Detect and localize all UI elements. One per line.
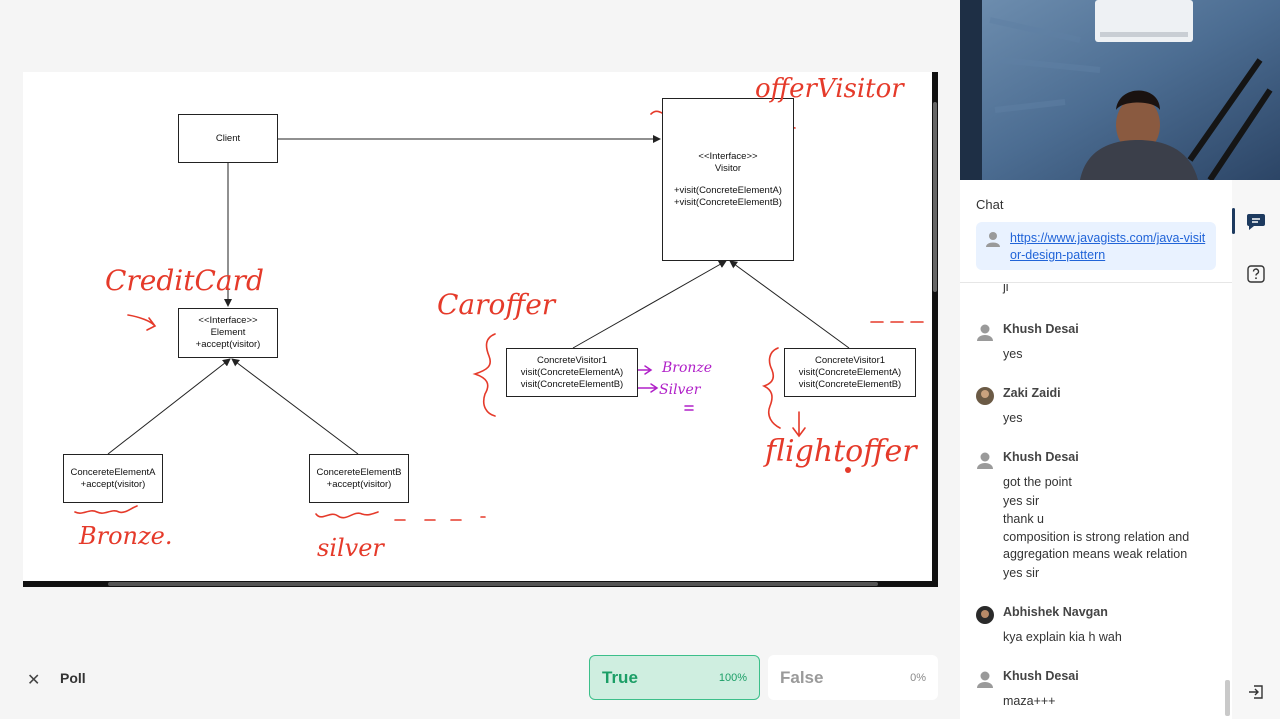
chat-line: yes sir xyxy=(1003,493,1040,508)
exit-icon[interactable] xyxy=(1246,682,1266,702)
chat-line: got the point xyxy=(1003,475,1072,489)
visitor-1a-method-a: visit(ConcreteElementA) xyxy=(520,366,624,378)
chat-scrollbar[interactable] xyxy=(1225,680,1230,716)
concrete-visitor-box-2: ConcreteVisitor1 visit(ConcreteElementA)… xyxy=(784,348,916,397)
poll-option-percent: 100% xyxy=(718,671,747,684)
chat-username: Zaki Zaidi xyxy=(1003,386,1061,400)
element-b-method: +accept(visitor) xyxy=(326,478,392,490)
diagram-connectors xyxy=(74,110,924,521)
rail-active-indicator xyxy=(1232,208,1235,234)
element-a-method: +accept(visitor) xyxy=(80,478,146,490)
presenter-video-frame xyxy=(960,0,1280,180)
poll-option-percent: 0% xyxy=(910,671,926,684)
presenter-video[interactable] xyxy=(960,0,1280,180)
visitor-1a-name: ConcreteVisitor1 xyxy=(536,354,608,366)
visitor-1b-method-b: visit(ConcreteElementB) xyxy=(798,378,902,390)
poll-label: Poll xyxy=(60,670,86,686)
chat-username: Abhishek Navgan xyxy=(1003,605,1108,619)
user-avatar-icon xyxy=(977,671,993,688)
element-b-box: ConcereteElementB +accept(visitor) xyxy=(309,454,409,503)
chat-icon[interactable] xyxy=(1246,211,1266,231)
visitor-spacer xyxy=(663,175,793,185)
chat-message-body: got the point yes sir thank u compositio… xyxy=(1003,473,1218,583)
visitor-1a-method-b: visit(ConcreteElementB) xyxy=(520,378,624,390)
chat-message-body: yes xyxy=(1003,345,1218,364)
visitor-1b-name: ConcreteVisitor1 xyxy=(814,354,886,366)
user-avatar-icon xyxy=(986,232,1000,247)
help-icon[interactable] xyxy=(1246,264,1266,284)
visitor-method-a: +visit(ConcreteElementA) xyxy=(674,185,782,196)
visitor-1b-method-a: visit(ConcreteElementA) xyxy=(798,366,902,378)
element-method: +accept(visitor) xyxy=(195,339,261,350)
chat-message-body: yes xyxy=(1003,409,1218,428)
annotation-credit-card: CreditCard xyxy=(105,264,264,297)
annotation-bronze: Bronze. xyxy=(79,522,173,550)
annotation-offer-visitor: offerVisitor xyxy=(755,74,904,104)
annotation-car-offer: Caroffer xyxy=(437,288,556,321)
chat-line: yes sir xyxy=(1003,566,1040,580)
element-interface-box: <<Interface>> Element +accept(visitor) xyxy=(178,308,278,358)
element-name: Element xyxy=(210,327,246,338)
element-stereotype: <<Interface>> xyxy=(198,315,258,326)
annotation-bronze-purple: Bronze xyxy=(662,360,713,376)
board-horizontal-scroll-thumb[interactable] xyxy=(108,582,878,586)
poll-bar: ✕ Poll True 100% False 0% xyxy=(0,650,950,706)
poll-option-true[interactable]: True 100% xyxy=(589,655,760,700)
annotation-flight-offer: flightoffer xyxy=(765,434,917,469)
annotation-silver-purple: Silver xyxy=(659,382,701,398)
annotation-silver: silver xyxy=(317,534,384,562)
chat-line: thank u xyxy=(1003,512,1045,526)
visitor-interface-box: <<Interface>> Visitor +visit(ConcreteEle… xyxy=(662,98,794,261)
element-a-name: ConcereteElementA xyxy=(70,466,156,478)
cut-off-message: ji xyxy=(1003,283,1009,294)
concrete-visitor-box-1: ConcreteVisitor1 visit(ConcreteElementA)… xyxy=(506,348,638,397)
visitor-method-b: +visit(ConcreteElementB) xyxy=(674,197,782,208)
user-avatar-photo-icon xyxy=(976,387,994,405)
pinned-link[interactable]: https://www.javagists.com/java-visitor-d… xyxy=(1010,231,1206,262)
close-icon[interactable]: ✕ xyxy=(27,672,41,689)
chat-message-body: maza+++ xyxy=(1003,692,1218,711)
chat-divider xyxy=(960,282,1232,283)
side-rail xyxy=(1232,180,1280,719)
chat-username: Khush Desai xyxy=(1003,669,1079,683)
chat-line: kya explain kia h wah xyxy=(1003,630,1122,644)
poll-option-false[interactable]: False 0% xyxy=(768,655,938,700)
board-horizontal-scrollbar[interactable] xyxy=(23,581,938,587)
chat-line: yes xyxy=(1003,347,1023,361)
visitor-name: Visitor xyxy=(714,163,742,174)
chat-line: composition is strong relation and aggre… xyxy=(1003,529,1190,561)
visitor-stereotype: <<Interface>> xyxy=(698,151,758,162)
chat-panel: Chat https://www.javagists.com/java-visi… xyxy=(960,180,1232,719)
board-vertical-scrollbar[interactable] xyxy=(932,72,938,581)
user-avatar-icon xyxy=(977,452,993,469)
poll-option-name: False xyxy=(780,667,824,687)
chat-username: Khush Desai xyxy=(1003,322,1079,336)
user-avatar-photo-icon xyxy=(976,606,994,624)
poll-option-name: True xyxy=(602,667,638,687)
pinned-message: https://www.javagists.com/java-visitor-d… xyxy=(976,222,1216,270)
chat-username: Khush Desai xyxy=(1003,450,1079,464)
chat-line: maza+++ xyxy=(1003,694,1056,708)
board-vertical-scroll-thumb[interactable] xyxy=(933,102,937,292)
chat-line: yes xyxy=(1003,411,1023,425)
chat-messages[interactable]: ji Khush Desai yes Zaki Zaidi yes Khush … xyxy=(960,283,1232,719)
client-box: Client xyxy=(178,114,278,163)
element-b-name: ConcereteElementB xyxy=(316,466,402,478)
client-label: Client xyxy=(215,132,241,144)
whiteboard-canvas[interactable]: Client <<Interface>> Visitor +visit(Conc… xyxy=(23,72,938,587)
chat-title: Chat xyxy=(976,197,1004,212)
chat-message-body: kya explain kia h wah xyxy=(1003,628,1218,647)
user-avatar-icon xyxy=(977,324,993,341)
element-a-box: ConcereteElementA +accept(visitor) xyxy=(63,454,163,503)
